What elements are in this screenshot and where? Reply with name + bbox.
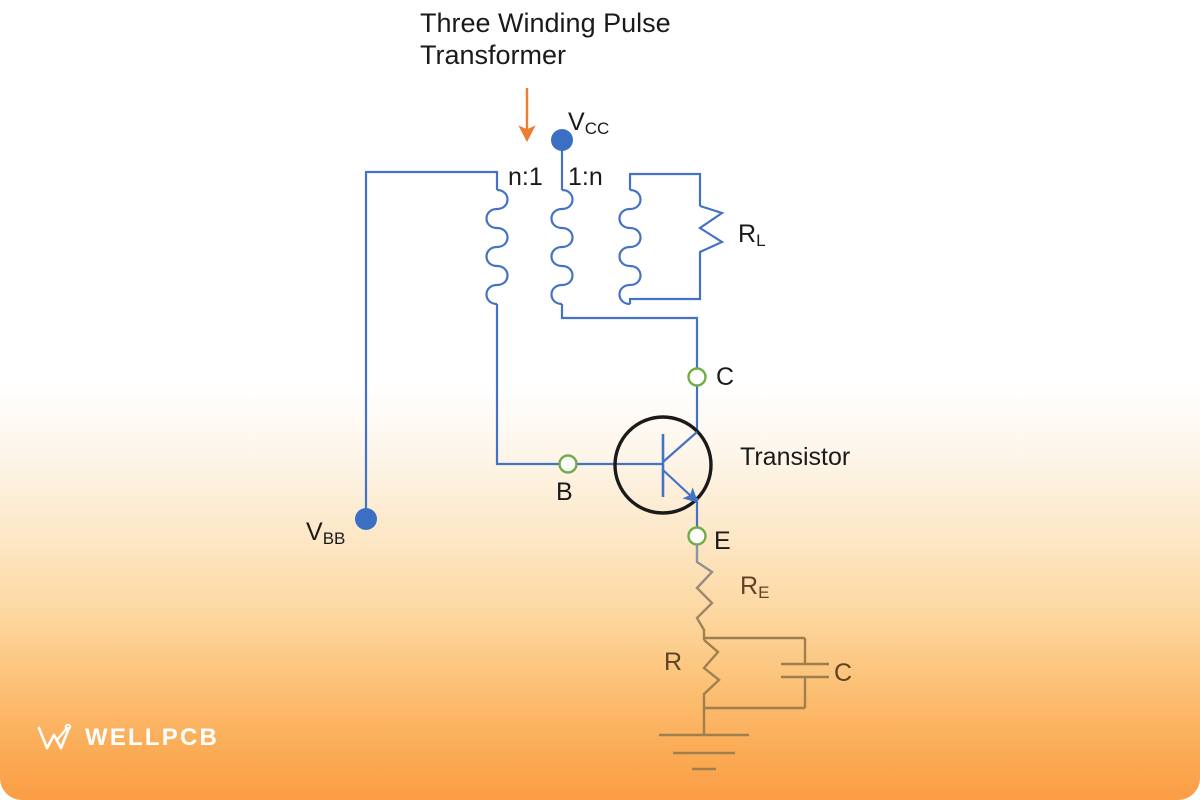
wellpcb-wordmark: WELLPCB xyxy=(85,724,220,751)
base-label: B xyxy=(556,478,573,506)
ground-symbol-icon xyxy=(659,706,805,771)
coil-winding-middle xyxy=(550,188,699,368)
emitter-resistor-label-text: R xyxy=(740,572,759,600)
vcc-label-text: V xyxy=(568,108,585,136)
collector-label: C xyxy=(716,363,735,391)
load-resistor-label-text: R xyxy=(738,220,757,248)
capacitor-plates-icon xyxy=(781,638,829,708)
bypass-capacitor-label: C xyxy=(834,659,853,687)
turns-ratio-right-label: 1:n xyxy=(568,163,603,191)
wellpcb-logo: WELLPCB xyxy=(36,722,219,754)
npn-transistor-icon xyxy=(613,415,713,515)
collector-node xyxy=(687,367,707,432)
base-node xyxy=(558,454,663,474)
coil-winding-left xyxy=(364,170,560,518)
figure-title: Three Winding Pulse Transformer xyxy=(420,8,671,70)
emitter-node xyxy=(687,498,707,546)
resistor-zigzag-load xyxy=(698,204,725,266)
bias-resistor-label: R xyxy=(664,648,683,676)
vbb-label-subscript: BB xyxy=(322,529,346,549)
emitter-label: E xyxy=(714,527,731,555)
vbb-terminal xyxy=(355,508,377,530)
coil-winding-right xyxy=(618,172,702,306)
vbb-label-text: V xyxy=(306,518,323,546)
vcc-terminal xyxy=(551,129,573,190)
vcc-label: VCC xyxy=(568,108,609,138)
emitter-resistor-label: RE xyxy=(740,572,769,602)
load-resistor-label: RL xyxy=(738,220,766,250)
resistor-zigzag-emitter xyxy=(695,545,714,640)
turns-ratio-left-label: n:1 xyxy=(508,163,543,191)
resistor-zigzag-bias xyxy=(702,639,721,708)
vbb-label: VBB xyxy=(306,518,345,548)
load-resistor-label-subscript: L xyxy=(756,231,766,251)
w-logo-icon xyxy=(37,723,72,750)
emitter-resistor-label-subscript: E xyxy=(758,583,770,603)
transistor-label: Transistor xyxy=(740,443,851,471)
vcc-label-subscript: CC xyxy=(584,119,610,139)
